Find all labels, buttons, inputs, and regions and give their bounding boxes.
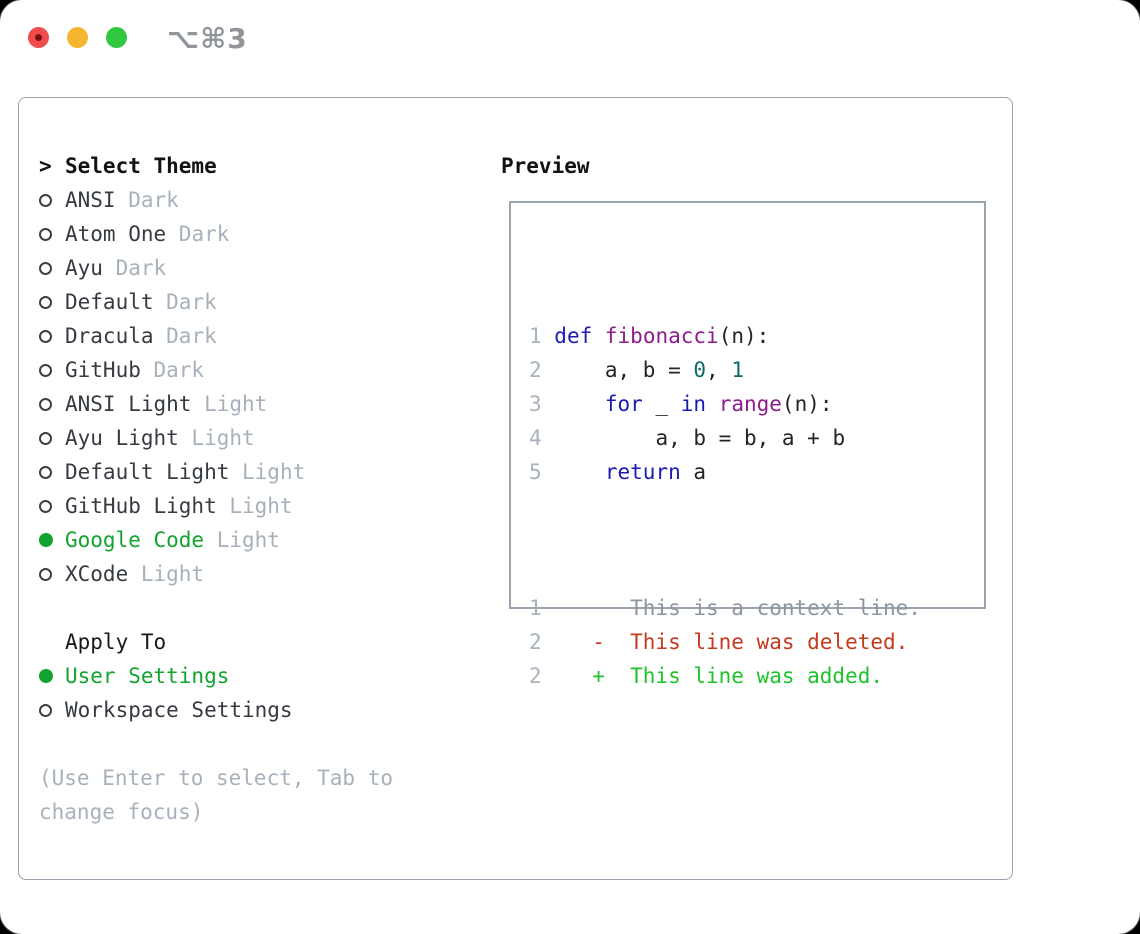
variant-label: Dark (166, 290, 217, 314)
selection-prompt-icon: > (39, 154, 52, 178)
line-number: 2 (529, 664, 593, 688)
code-line: 4 a, b = b, a + b (529, 426, 846, 450)
option-label: Dracula (65, 324, 154, 348)
theme-option[interactable]: Default Light Light (39, 455, 401, 489)
code-preview: 1 def fibonacci(n): 2 a, b = 0, 1 3 for _ … (529, 251, 921, 761)
theme-picker-title: Select Theme (65, 154, 217, 178)
radio-icon (39, 363, 65, 377)
code-line: 5 return a (529, 460, 707, 484)
diff-line: 2 - This line was deleted. (529, 625, 921, 659)
select-theme-header: > Select Theme (39, 149, 401, 183)
radio-icon (39, 261, 65, 275)
theme-option[interactable]: Google Code Light (39, 523, 401, 557)
code-line: 2 a, b = 0, 1 (529, 358, 744, 382)
variant-label: Light (229, 494, 293, 518)
radio-icon (39, 329, 65, 343)
line-number: 2 (529, 358, 555, 382)
maximize-button[interactable] (106, 27, 127, 48)
theme-option[interactable]: GitHub Light Light (39, 489, 401, 523)
radio-icon (39, 295, 65, 309)
theme-option[interactable]: ANSI Light Light (39, 387, 401, 421)
option-label: GitHub (65, 358, 141, 382)
window-title: ⌥⌘3 (167, 22, 248, 55)
close-button[interactable] (28, 27, 49, 48)
radio-icon (39, 397, 65, 411)
diff-text: - This line was deleted. (592, 630, 909, 654)
variant-label: Light (204, 392, 268, 416)
option-label: Ayu (65, 256, 103, 280)
diff-text: This is a context line. (630, 596, 921, 620)
variant-label: Dark (166, 324, 217, 348)
radio-icon (39, 703, 65, 717)
theme-option[interactable]: Atom One Dark (39, 217, 401, 251)
option-label: XCode (65, 562, 129, 586)
theme-option[interactable]: Ayu Light Light (39, 421, 401, 455)
line-number: 4 (529, 426, 555, 450)
theme-option[interactable]: ANSI Dark (39, 183, 401, 217)
apply-to-option[interactable]: User Settings (39, 659, 401, 693)
theme-option[interactable]: Default Dark (39, 285, 401, 319)
diff-sample: 1 This is a context line.2 - This line w… (529, 591, 921, 693)
code-line: 1 def fibonacci(n): (529, 324, 770, 348)
syntax-sample: 1 def fibonacci(n): 2 a, b = 0, 1 3 for _ … (529, 319, 921, 489)
variant-label: Dark (153, 358, 205, 382)
record-dot-icon (35, 34, 42, 41)
radio-icon (39, 567, 65, 581)
diff-line: 2 + This line was added. (529, 659, 921, 693)
keyboard-hint: (Use Enter to select, Tab to change focu… (39, 766, 394, 824)
radio-icon (39, 499, 65, 513)
apply-to-option[interactable]: Workspace Settings (39, 693, 401, 727)
variant-label: Dark (115, 256, 167, 280)
window-controls (28, 27, 127, 48)
line-number: 5 (529, 460, 555, 484)
radio-selected-icon (39, 669, 65, 683)
radio-icon (39, 193, 65, 207)
apply-to-title: Apply To (65, 630, 167, 654)
code-line: 3 for _ in range(n): (529, 392, 833, 416)
option-label: Google Code (65, 528, 205, 552)
diff-text: + This line was added. (592, 664, 884, 688)
option-label: User Settings (65, 664, 230, 688)
theme-option[interactable]: Ayu Dark (39, 251, 401, 285)
line-number: 3 (529, 392, 555, 416)
preview-box: 1 def fibonacci(n): 2 a, b = 0, 1 3 for _ … (509, 201, 986, 688)
option-label: ANSI (65, 188, 116, 212)
theme-option[interactable]: XCode Light (39, 557, 401, 591)
radio-icon (39, 465, 65, 479)
option-label: Ayu Light (65, 426, 179, 450)
apply-to-header: Apply To (39, 625, 401, 659)
line-number: 2 (529, 630, 593, 654)
line-number: 1 (529, 596, 631, 620)
variant-label: Light (191, 426, 255, 450)
variant-label: Light (140, 562, 205, 586)
option-label: Default Light (65, 460, 230, 484)
variant-label: Light (242, 460, 306, 484)
minimize-button[interactable] (67, 27, 88, 48)
diff-line: 1 This is a context line. (529, 591, 921, 625)
variant-label: Dark (128, 188, 179, 212)
theme-option[interactable]: GitHub Dark (39, 353, 401, 387)
radio-icon (39, 227, 65, 241)
variant-label: Light (216, 528, 280, 552)
preview-title: Preview (501, 154, 590, 178)
option-label: Default (65, 290, 154, 314)
line-number: 1 (529, 324, 555, 348)
option-label: ANSI Light (65, 392, 192, 416)
radio-selected-icon (39, 533, 65, 547)
variant-label: Dark (178, 222, 230, 246)
option-label: GitHub Light (65, 494, 217, 518)
option-label: Atom One (65, 222, 167, 246)
option-label: Workspace Settings (65, 698, 293, 722)
radio-icon (39, 431, 65, 445)
theme-option[interactable]: Dracula Dark (39, 319, 401, 353)
